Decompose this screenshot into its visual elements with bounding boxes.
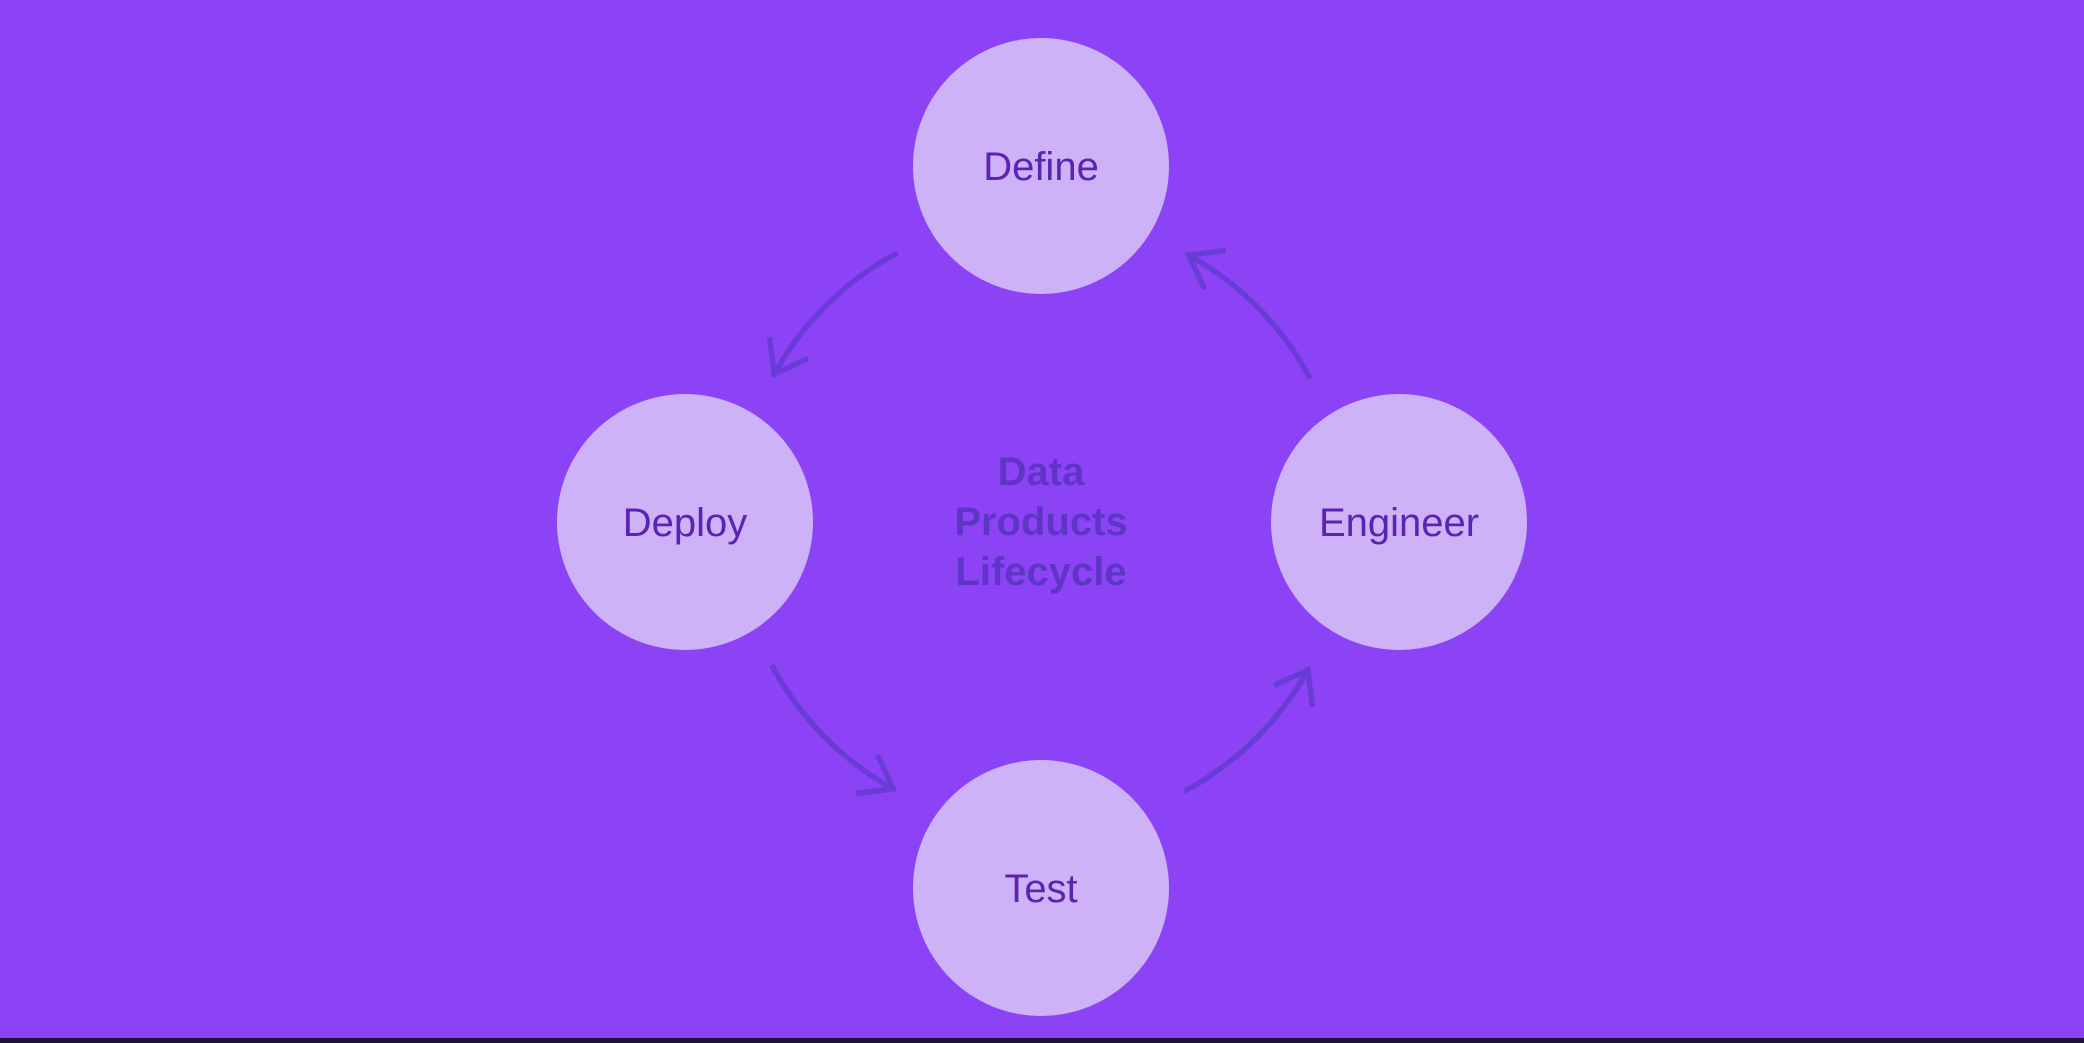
diagram-title: Data Products Lifecycle (954, 450, 1127, 594)
bottom-edge-divider (0, 1038, 2084, 1043)
node-label-engineer: Engineer (1319, 501, 1479, 545)
arrow-engineer-to-define-icon (1184, 247, 1313, 381)
node-circle-define (913, 38, 1169, 294)
node-engineer: Engineer (1271, 394, 1527, 650)
node-test: Test (913, 760, 1169, 1016)
node-label-define: Define (983, 145, 1099, 189)
node-deploy: Deploy (557, 394, 813, 650)
arrow-test-to-engineer-icon (1182, 665, 1316, 794)
node-circle-engineer (1271, 394, 1527, 650)
node-label-test: Test (1004, 867, 1077, 911)
node-define: Define (913, 38, 1169, 294)
diagram-title-line-2: Products (954, 500, 1127, 544)
diagram-title-line-3: Lifecycle (955, 550, 1126, 594)
node-label-deploy: Deploy (623, 501, 748, 545)
node-circle-test (913, 760, 1169, 1016)
arrow-define-to-deploy-icon (766, 250, 900, 379)
arrow-deploy-to-test-icon (769, 663, 898, 797)
node-circle-deploy (557, 394, 813, 650)
diagram-title-line-1: Data (998, 450, 1085, 494)
